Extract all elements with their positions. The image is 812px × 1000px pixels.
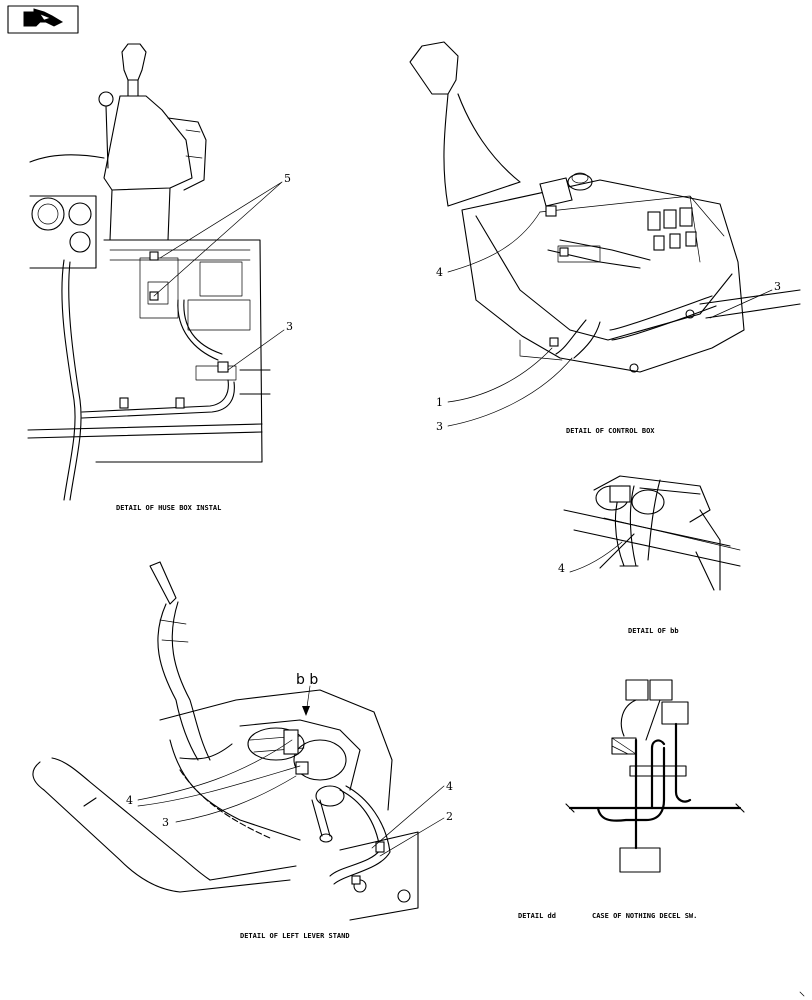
decel-switch-detail: DETAIL dd CASE OF NOTHING DECEL SW. [518,679,745,920]
caption-fuse-box: DETAIL OF HUSE BOX INSTAL [116,504,221,512]
fuse-box-detail: 5 3 DETAIL OF HUSE BOX INSTAL [27,43,293,512]
corner-mark [799,991,805,997]
left-lever-detail: b b 4 3 4 2 DETAIL OF LEFT LEVER STAND [32,561,453,940]
caption-no-decel: CASE OF NOTHING DECEL SW. [592,912,697,920]
callout-1: 1 [436,396,443,409]
callout-4: 4 [436,266,443,279]
caption-left-lever: DETAIL OF LEFT LEVER STAND [240,932,350,940]
callout-2: 2 [446,810,453,823]
callout-5: 5 [284,172,291,185]
callout-3: 3 [436,420,443,433]
callout-4: 4 [126,794,133,807]
callout-3: 3 [162,816,169,829]
callout-4: 4 [446,780,453,793]
callout-3: 3 [286,320,293,333]
return-arrow-icon[interactable] [7,5,79,34]
caption-detail-bb: DETAIL OF bb [628,627,679,635]
callout-3: 3 [774,280,781,293]
caption-detail-dd: DETAIL dd [518,912,556,920]
caption-control-box: DETAIL OF CONTROL BOX [566,427,655,435]
control-box-detail: 4 3 1 3 DETAIL OF CONTROL BOX [409,41,801,435]
callout-bb: b b [296,672,318,688]
callout-4: 4 [558,562,565,575]
bb-detail: 4 DETAIL OF bb [558,475,741,635]
